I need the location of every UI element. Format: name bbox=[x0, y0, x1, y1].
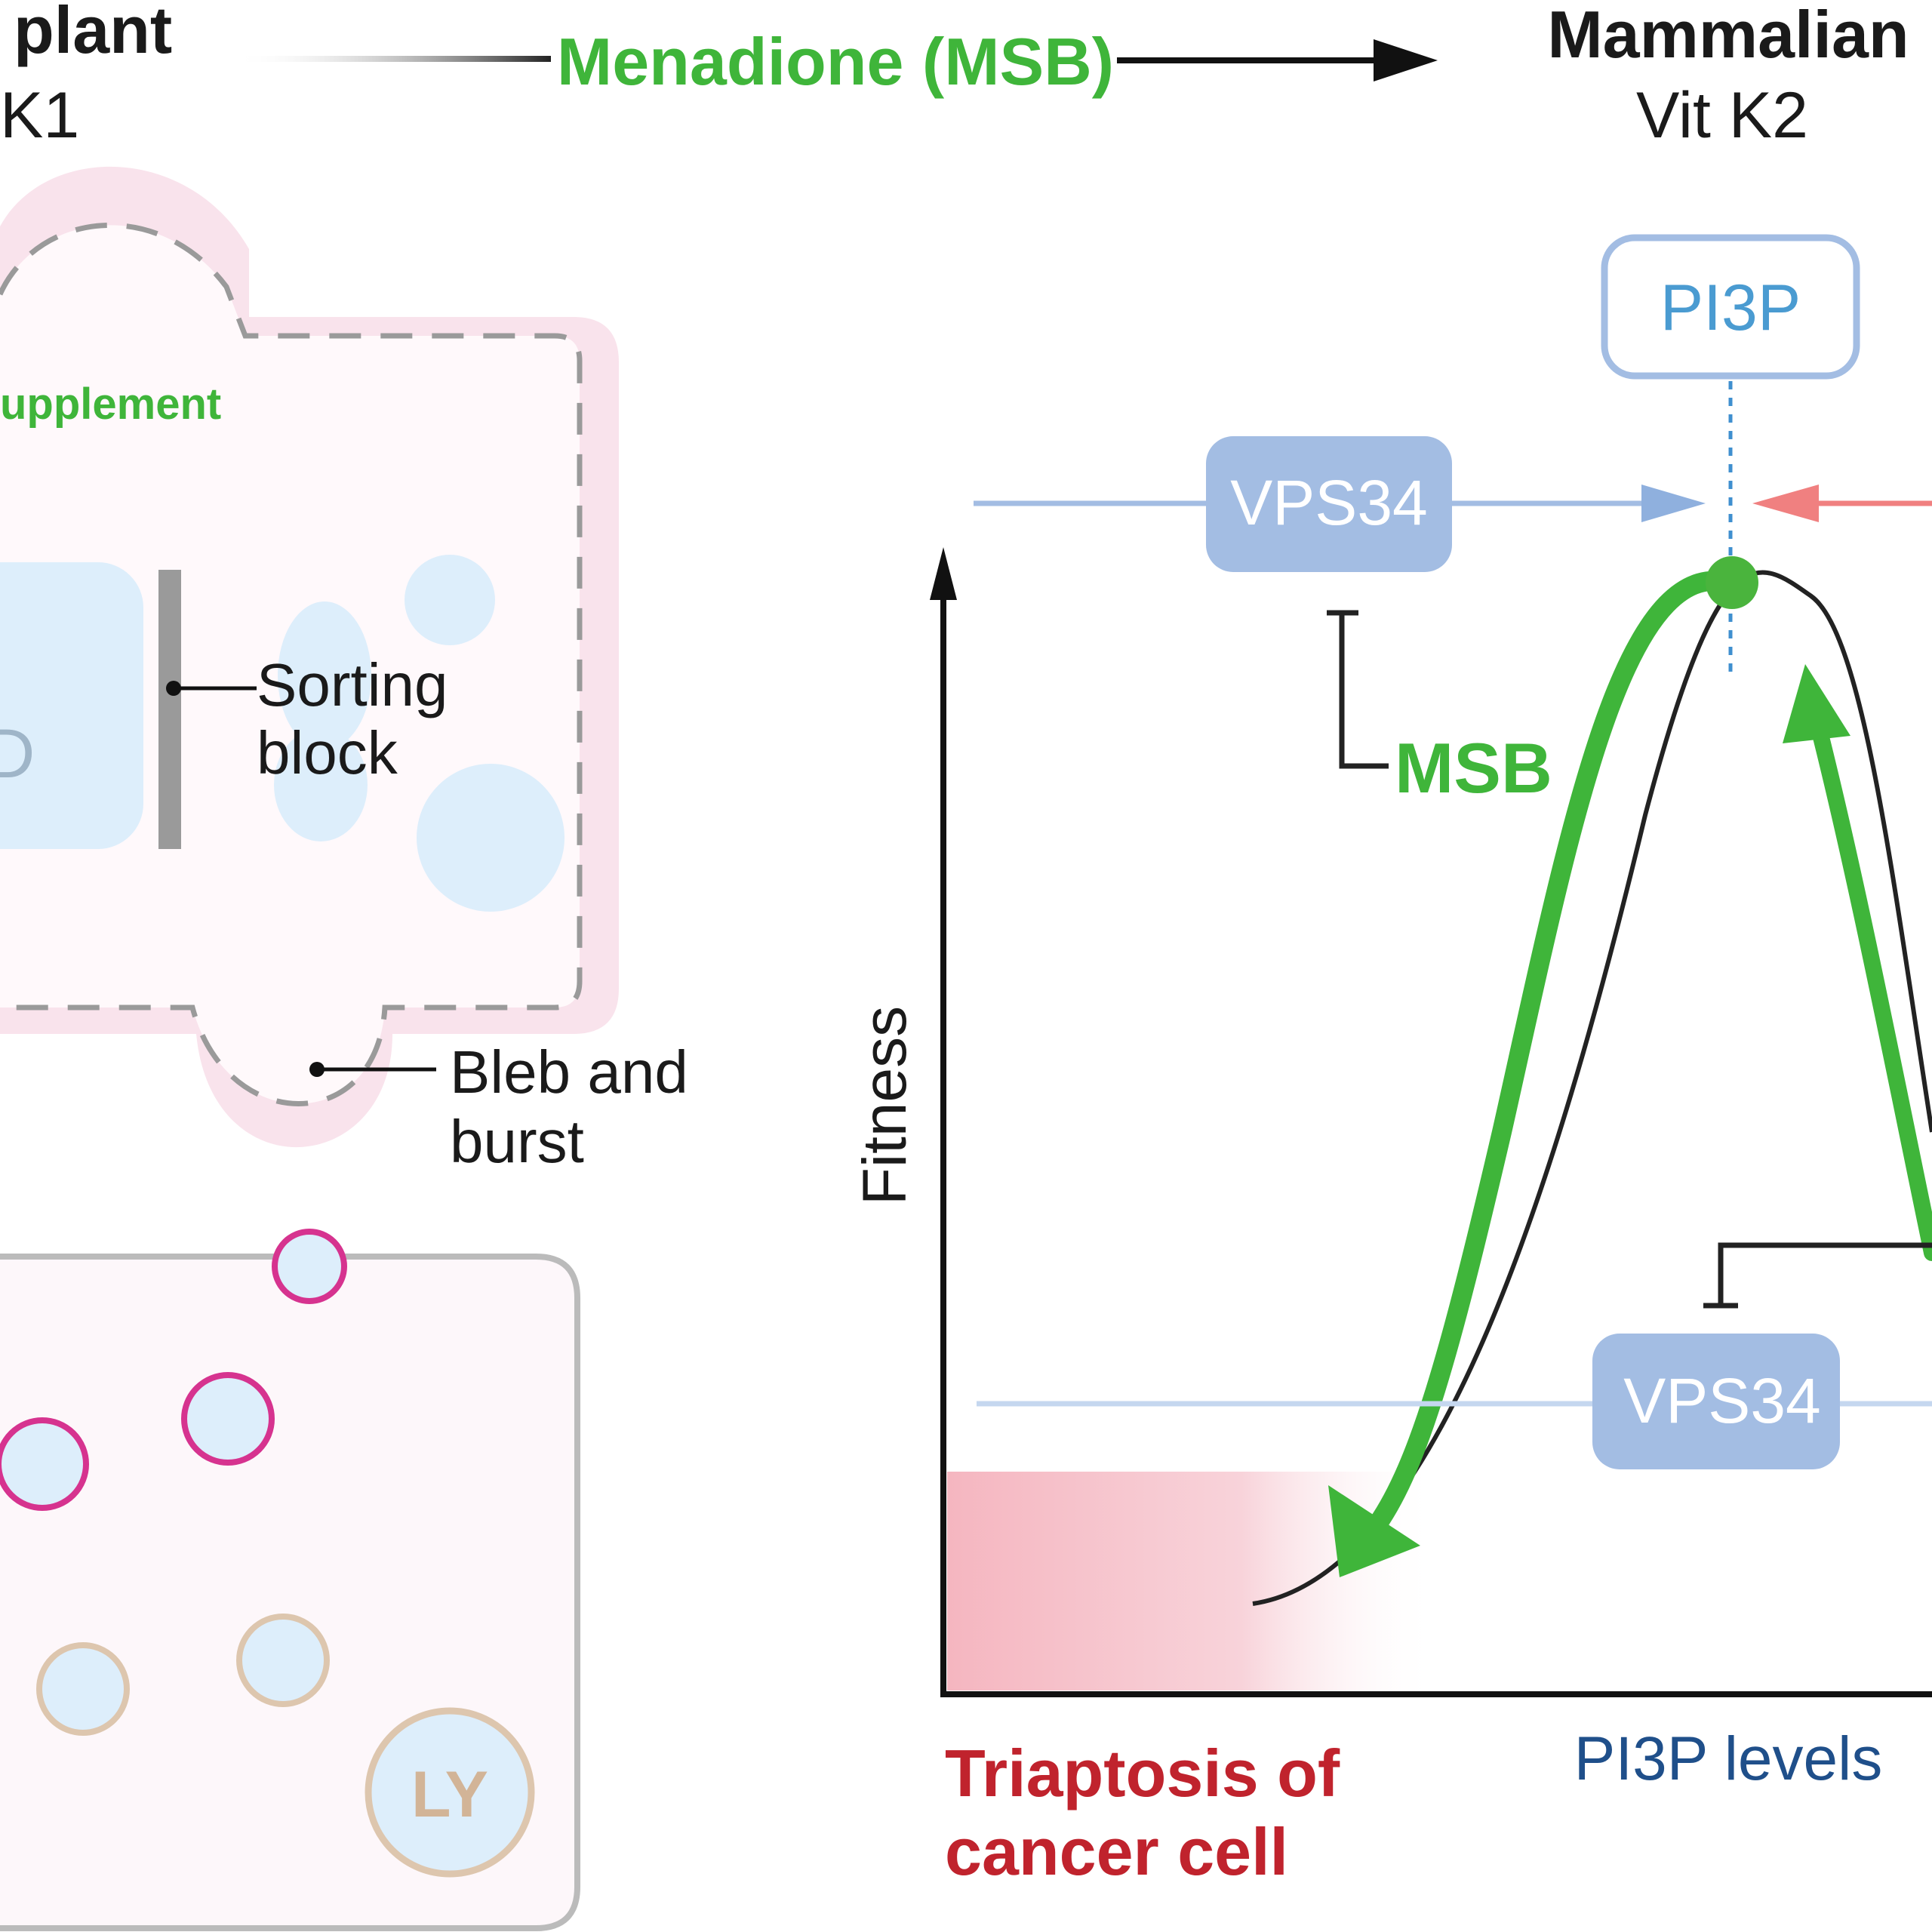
vesicle bbox=[274, 728, 368, 841]
pi3p-vesicle bbox=[181, 1372, 275, 1466]
nucleus-letter: D bbox=[0, 715, 35, 792]
sorting-label-line1: Sorting bbox=[257, 651, 448, 718]
green-ascent-arrow bbox=[1807, 705, 1932, 1261]
vps34-top-label: VPS34 bbox=[1230, 467, 1428, 538]
header-arrow-head bbox=[1374, 39, 1438, 82]
top-blue-arrowhead bbox=[1641, 485, 1706, 522]
red-arrowhead bbox=[1752, 485, 1819, 522]
pi3p-label: PI3P bbox=[1660, 272, 1801, 344]
center-label: Menadione (MSB) bbox=[557, 24, 1114, 99]
green-descent-arrow bbox=[1367, 571, 1746, 1534]
vesicle bbox=[278, 601, 371, 749]
msb-inhibit-line bbox=[1339, 613, 1389, 769]
nucleus bbox=[0, 562, 143, 849]
vps34-bottom-label: VPS34 bbox=[1623, 1365, 1821, 1436]
vps34-top-box bbox=[1206, 436, 1452, 572]
green-ascent-arrowhead bbox=[1783, 664, 1850, 743]
sorting-block-bar bbox=[158, 570, 181, 849]
outcome-line1: Triaptosis of bbox=[945, 1736, 1340, 1810]
pi3p-vesicle bbox=[0, 1417, 89, 1511]
sorting-label-line2: block bbox=[257, 719, 398, 786]
left-title: plant bbox=[14, 0, 172, 67]
y-axis-label: Fitness bbox=[851, 1006, 919, 1205]
cell-dashed-outline bbox=[0, 222, 583, 1106]
left-subtitle: K1 bbox=[0, 79, 79, 152]
bleb-label-line2: burst bbox=[450, 1108, 584, 1175]
green-descent-arrowhead bbox=[1328, 1485, 1420, 1577]
pi3p-vesicle bbox=[272, 1229, 347, 1304]
endosome bbox=[236, 1614, 330, 1707]
bleb-label-line1: Bleb and bbox=[450, 1038, 688, 1106]
bottom-inhibit-line bbox=[1718, 1242, 1932, 1304]
gradient-arrow-line bbox=[234, 56, 551, 62]
supplement-label: upplement bbox=[0, 380, 221, 429]
fitness-curve bbox=[1252, 570, 1932, 1606]
vps34-bottom-box bbox=[1592, 1334, 1840, 1469]
lysosome bbox=[365, 1707, 535, 1878]
x-axis-label: PI3P levels bbox=[1574, 1724, 1883, 1793]
y-axis-arrowhead bbox=[930, 547, 957, 600]
endosome bbox=[36, 1642, 130, 1736]
right-subtitle: Vit K2 bbox=[1636, 79, 1808, 152]
vesicle bbox=[417, 764, 565, 912]
outcome-line2: cancer cell bbox=[945, 1814, 1288, 1889]
fitness-peak-dot bbox=[1706, 556, 1758, 609]
pi3p-box bbox=[1601, 234, 1860, 380]
triaptosis-zone bbox=[947, 1472, 1438, 1690]
vesicle bbox=[405, 555, 495, 645]
right-title: Mammalian bbox=[1547, 0, 1909, 72]
msb-label: MSB bbox=[1395, 728, 1552, 808]
lysosome-label: LY bbox=[411, 1758, 488, 1831]
